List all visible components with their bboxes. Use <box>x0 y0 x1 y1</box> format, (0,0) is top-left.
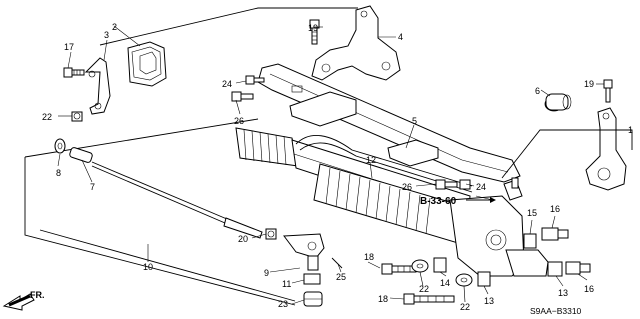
callout-14-right: 15 <box>527 208 537 218</box>
ring-8-part <box>54 138 66 154</box>
inner-tie-rod-part <box>69 147 263 239</box>
callout-2: 2 <box>112 22 117 32</box>
front-direction-arrow <box>2 293 35 311</box>
group-outline-bottom <box>39 229 296 302</box>
nut-13-right-part <box>547 261 563 277</box>
bolt-26-lower-part <box>435 179 458 190</box>
callout-26-upper: 26 <box>234 116 244 126</box>
boot-23-part <box>303 291 323 307</box>
callout-9: 9 <box>264 268 269 278</box>
reference-arrow-head <box>490 197 496 203</box>
nut-11-part <box>303 273 321 285</box>
callout-17: 17 <box>64 42 74 52</box>
callout-26-lower: 26 <box>402 182 412 192</box>
callout-8: 8 <box>56 168 61 178</box>
bolt-17-part <box>63 67 85 78</box>
callout-10: 10 <box>143 262 153 272</box>
washer-22-left-part <box>411 259 429 273</box>
stiffener-plate-part <box>257 63 521 183</box>
bolt-26-upper-part <box>231 91 254 102</box>
bolt-18-upper-part <box>381 263 417 275</box>
callout-16: 16 <box>584 284 594 294</box>
cotter-pin-25-part <box>331 257 343 269</box>
callout-13-left: 13 <box>484 296 494 306</box>
callout-21: 22 <box>42 112 52 122</box>
callout-1: 1 <box>628 125 633 135</box>
bolt-16-part <box>565 261 591 275</box>
bolt-19-right-part <box>603 79 613 103</box>
steering-rack-part <box>235 127 549 277</box>
bushing-part <box>544 93 572 112</box>
reference-label: B-33-60 <box>420 196 457 207</box>
callout-15: 16 <box>550 204 560 214</box>
bolt-19-top-part <box>309 19 320 45</box>
callout-12: 12 <box>366 155 376 165</box>
callout-19-right: 19 <box>584 79 594 89</box>
callout-22-right: 22 <box>460 302 470 312</box>
nut-24-lower-part <box>459 179 471 190</box>
callout-13-right: 13 <box>558 288 568 298</box>
diagram-code: S9AA−B3310 <box>530 306 582 316</box>
upper-bracket-part <box>311 5 401 81</box>
callout-19-top: 19 <box>308 23 318 33</box>
callout-11: 11 <box>282 279 291 289</box>
bracket-1-outline <box>501 129 633 179</box>
bolt-18-lower-part <box>403 293 455 305</box>
washer-22-right-part <box>455 273 473 287</box>
callout-7: 7 <box>90 182 95 192</box>
callout-23: 23 <box>278 299 288 309</box>
callout-20: 20 <box>238 234 248 244</box>
bolt-15-part <box>541 227 569 241</box>
callout-14-left: 14 <box>440 278 450 288</box>
bolt-24-upper-part <box>245 75 265 85</box>
callout-18-lower: 18 <box>378 294 388 304</box>
callout-18-upper: 18 <box>364 252 374 262</box>
callout-24-lower: 24 <box>476 182 486 192</box>
group-outline-left <box>24 157 296 306</box>
callout-25: 25 <box>336 272 346 282</box>
callout-4: 4 <box>398 32 403 42</box>
callout-24-upper: 24 <box>222 79 232 89</box>
tie-rod-end-part <box>283 233 325 271</box>
right-mount-bracket-part <box>585 107 627 191</box>
nut-14-left-part <box>433 257 447 273</box>
lock-nut-20-part <box>265 228 277 240</box>
callout-6: 6 <box>535 86 540 96</box>
nut-13-left-part <box>477 271 491 287</box>
nut-14-right-part <box>523 233 537 249</box>
callout-5: 5 <box>412 116 417 126</box>
nut-21-part <box>71 111 83 122</box>
bracket-outline <box>99 7 358 46</box>
callout-22-left: 22 <box>419 284 429 294</box>
u-bracket-part <box>84 57 111 115</box>
callout-3: 3 <box>104 30 109 40</box>
front-direction-label: FR. <box>30 290 45 300</box>
rubber-mount-part <box>127 41 167 87</box>
